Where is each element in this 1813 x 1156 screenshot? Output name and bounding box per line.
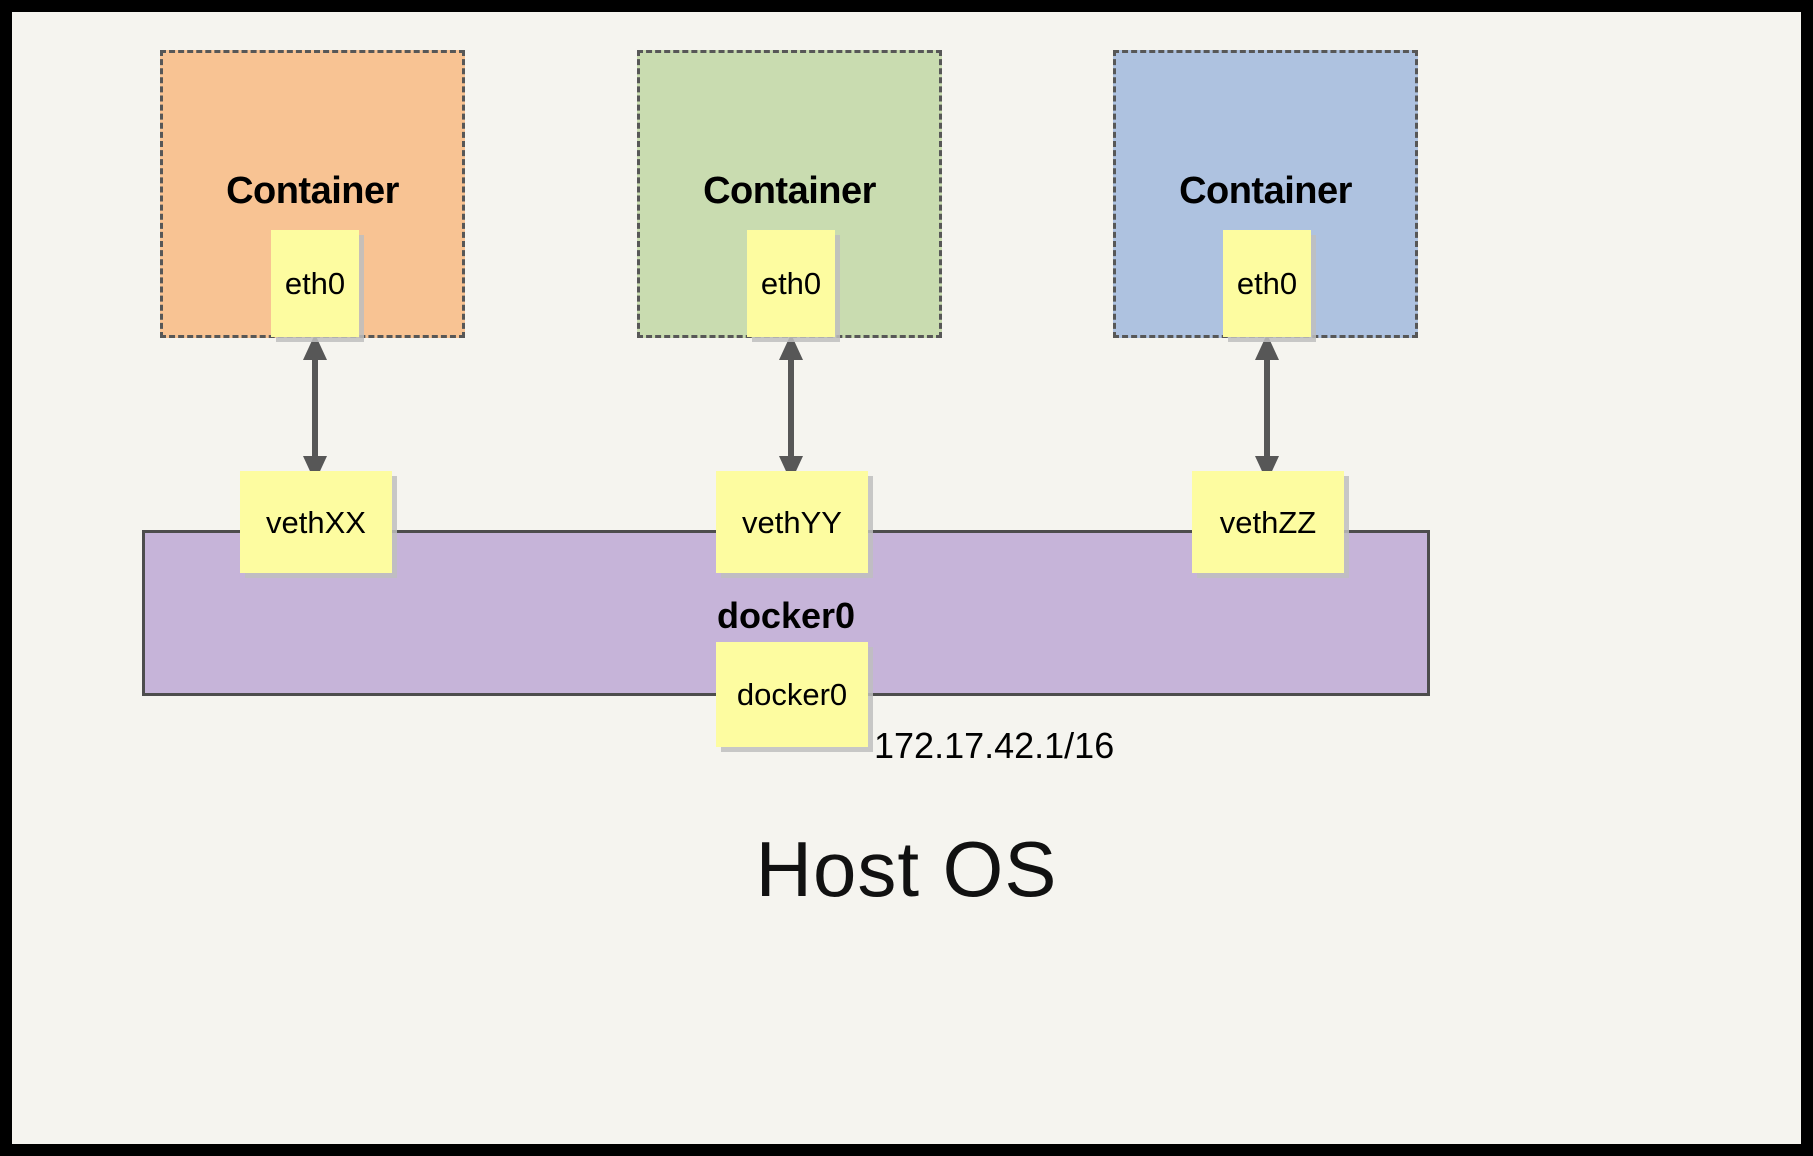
host-os-title: Host OS: [755, 825, 1058, 913]
eth0-label-2: eth0: [760, 266, 822, 301]
double-arrow-icon-1: [303, 334, 327, 482]
container-title-2: Container: [703, 170, 876, 212]
diagram-canvas: Container Container Container eth0 eth0 …: [12, 12, 1801, 1144]
container-title-1: Container: [226, 170, 399, 212]
veth-label-3: vethZZ: [1219, 504, 1317, 540]
docker0-interface-label: docker0: [736, 677, 848, 712]
veth-box-3: vethZZ: [1192, 471, 1344, 573]
eth0-label-1: eth0: [284, 266, 346, 301]
veth-box-1: vethXX: [240, 471, 392, 573]
eth0-box-container-2: eth0: [747, 230, 835, 337]
docker0-ip-address: 172.17.42.1/16: [874, 725, 1115, 766]
docker0-bridge-label: docker0: [716, 595, 856, 636]
eth0-box-container-3: eth0: [1223, 230, 1311, 337]
container-title-3: Container: [1179, 170, 1352, 212]
eth0-label-3: eth0: [1236, 266, 1298, 301]
double-arrow-icon-2: [779, 334, 803, 482]
docker0-interface-box: docker0: [716, 642, 868, 747]
double-arrow-icon-3: [1255, 334, 1279, 482]
veth-label-1: vethXX: [266, 504, 366, 540]
veth-label-2: vethYY: [742, 504, 842, 540]
veth-box-2: vethYY: [716, 471, 868, 573]
eth0-box-container-1: eth0: [271, 230, 359, 337]
